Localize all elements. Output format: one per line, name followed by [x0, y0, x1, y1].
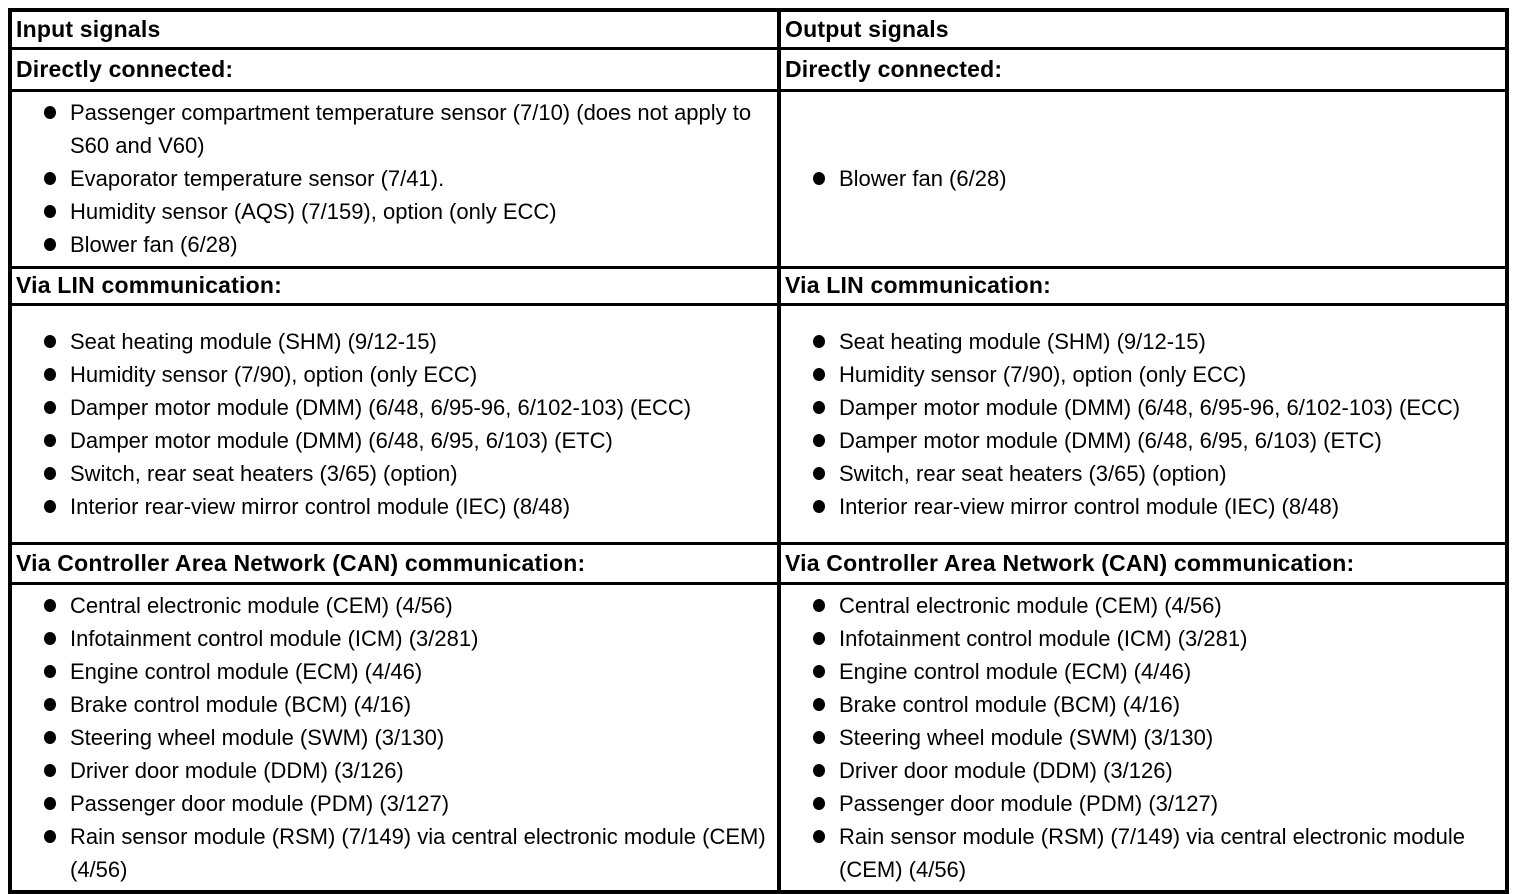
can-list-row: Central electronic module (CEM) (4/56)In… — [10, 581, 1507, 892]
list-item: Switch, rear seat heaters (3/65) (option… — [44, 457, 771, 490]
list-item: Blower fan (6/28) — [44, 228, 771, 261]
input-can-cell: Central electronic module (CEM) (4/56)In… — [10, 581, 781, 892]
list-item: Damper motor module (DMM) (6/48, 6/95-96… — [44, 391, 771, 424]
directly-connected-list-row: Passenger compartment temperature sensor… — [10, 88, 1507, 267]
list-item: Driver door module (DDM) (3/126) — [44, 754, 771, 787]
list-item: Driver door module (DDM) (3/126) — [813, 754, 1499, 787]
output-can-title: Via Controller Area Network (CAN) commun… — [779, 541, 1507, 583]
can-header-row: Via Controller Area Network (CAN) commun… — [10, 541, 1507, 583]
input-lin-list: Seat heating module (SHM) (9/12-15)Humid… — [20, 325, 771, 523]
list-item: Humidity sensor (7/90), option (only ECC… — [813, 358, 1499, 391]
list-item: Blower fan (6/28) — [813, 162, 1499, 195]
list-item: Passenger compartment temperature sensor… — [44, 96, 771, 162]
list-item: Evaporator temperature sensor (7/41). — [44, 162, 771, 195]
list-item: Steering wheel module (SWM) (3/130) — [44, 721, 771, 754]
list-item: Infotainment control module (ICM) (3/281… — [813, 622, 1499, 655]
list-item: Humidity sensor (AQS) (7/159), option (o… — [44, 195, 771, 228]
list-item: Humidity sensor (7/90), option (only ECC… — [44, 358, 771, 391]
output-signals-header: Output signals — [785, 15, 949, 42]
lin-header-row: Via LIN communication: Via LIN communica… — [10, 265, 1507, 304]
output-can-list: Central electronic module (CEM) (4/56)In… — [789, 589, 1499, 886]
output-directly-connected-title: Directly connected: — [779, 46, 1507, 90]
list-item: Interior rear-view mirror control module… — [813, 490, 1499, 523]
list-item: Rain sensor module (RSM) (7/149) via cen… — [813, 820, 1499, 886]
list-item: Seat heating module (SHM) (9/12-15) — [813, 325, 1499, 358]
list-item: Seat heating module (SHM) (9/12-15) — [44, 325, 771, 358]
output-directly-connected-cell: Blower fan (6/28) — [779, 88, 1507, 267]
input-directly-connected-title: Directly connected: — [10, 46, 781, 90]
lin-list-row: Seat heating module (SHM) (9/12-15)Humid… — [10, 302, 1507, 543]
output-can-cell: Central electronic module (CEM) (4/56)In… — [779, 581, 1507, 892]
list-item: Infotainment control module (ICM) (3/281… — [44, 622, 771, 655]
input-can-title: Via Controller Area Network (CAN) commun… — [10, 541, 781, 583]
list-item: Steering wheel module (SWM) (3/130) — [813, 721, 1499, 754]
list-item: Central electronic module (CEM) (4/56) — [44, 589, 771, 622]
list-item: Damper motor module (DMM) (6/48, 6/95, 6… — [44, 424, 771, 457]
input-can-list: Central electronic module (CEM) (4/56)In… — [20, 589, 771, 886]
list-item: Brake control module (BCM) (4/16) — [813, 688, 1499, 721]
input-signals-header: Input signals — [10, 10, 781, 48]
list-item: Rain sensor module (RSM) (7/149) via cen… — [44, 820, 771, 886]
list-item: Switch, rear seat heaters (3/65) (option… — [813, 457, 1499, 490]
list-item: Engine control module (ECM) (4/46) — [44, 655, 771, 688]
directly-connected-header-row: Directly connected: Directly connected: — [10, 46, 1507, 90]
input-directly-connected-cell: Passenger compartment temperature sensor… — [10, 88, 781, 267]
list-item: Interior rear-view mirror control module… — [44, 490, 771, 523]
list-item: Engine control module (ECM) (4/46) — [813, 655, 1499, 688]
list-item: Central electronic module (CEM) (4/56) — [813, 589, 1499, 622]
output-lin-title: Via LIN communication: — [779, 265, 1507, 304]
input-lin-title: Via LIN communication: — [10, 265, 781, 304]
input-lin-cell: Seat heating module (SHM) (9/12-15)Humid… — [10, 302, 781, 543]
list-item: Passenger door module (PDM) (3/127) — [813, 787, 1499, 820]
output-directly-connected-list: Blower fan (6/28) — [789, 162, 1499, 195]
list-item: Damper motor module (DMM) (6/48, 6/95, 6… — [813, 424, 1499, 457]
list-item: Passenger door module (PDM) (3/127) — [44, 787, 771, 820]
output-lin-list: Seat heating module (SHM) (9/12-15)Humid… — [789, 325, 1499, 523]
input-directly-connected-list: Passenger compartment temperature sensor… — [20, 96, 771, 261]
table-header-row: Input signals Output signals — [10, 10, 1507, 48]
output-lin-cell: Seat heating module (SHM) (9/12-15)Humid… — [779, 302, 1507, 543]
signals-table: Input signals Output signals Directly co… — [8, 8, 1509, 894]
list-item: Brake control module (BCM) (4/16) — [44, 688, 771, 721]
list-item: Damper motor module (DMM) (6/48, 6/95-96… — [813, 391, 1499, 424]
